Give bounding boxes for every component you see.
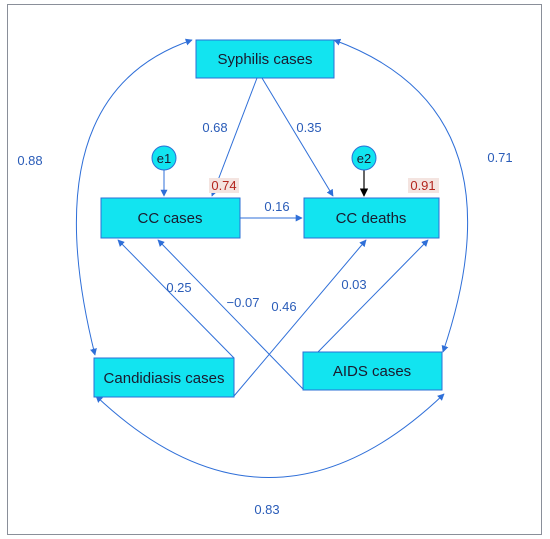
r-squared-cc-deaths: 0.91 xyxy=(410,178,435,193)
error-e1 xyxy=(151,145,177,171)
r-squared-cc-deaths-background xyxy=(408,178,439,193)
coef-syphilis-aids-covariance: 0.71 xyxy=(487,150,512,165)
node-syphilis-cases-label: Syphilis cases xyxy=(217,51,312,68)
path-candidiasis-to-cc-cases xyxy=(117,239,235,359)
node-cc-deaths-label: CC deaths xyxy=(336,210,407,227)
node-cc-cases-label: CC cases xyxy=(137,210,202,227)
node-cc-cases xyxy=(100,197,241,239)
path-syphilis-to-cc-cases xyxy=(210,77,258,197)
covariance-syphilis-candidiasis xyxy=(75,38,193,356)
node-cc-deaths xyxy=(303,197,440,239)
path-aids-to-cc-cases xyxy=(157,239,304,390)
path-candidiasis-to-cc-deaths xyxy=(233,239,367,397)
coef-candidiasis-to-cc-cases: 0.25 xyxy=(166,280,191,295)
coef-cc-cases-to-cc-deaths: 0.16 xyxy=(264,199,289,214)
error-e2 xyxy=(351,145,377,171)
coef-syphilis-to-cc-deaths: 0.35 xyxy=(296,120,321,135)
r-squared-cc-cases-background xyxy=(209,178,239,193)
coef-syphilis-to-cc-cases: 0.68 xyxy=(202,120,227,135)
coef-aids-to-cc-cases: −0.07 xyxy=(227,295,260,310)
error-e1-label: e1 xyxy=(157,151,171,166)
r-squared-cc-cases: 0.74 xyxy=(211,178,236,193)
diagram-frame xyxy=(7,4,542,535)
coef-syphilis-candidiasis-covariance: 0.88 xyxy=(17,153,42,168)
coef-candidiasis-to-cc-deaths: 0.46 xyxy=(271,299,296,314)
error-e2-label: e2 xyxy=(357,151,371,166)
node-aids-cases xyxy=(302,351,443,391)
covariance-syphilis-aids xyxy=(333,38,469,353)
path-syphilis-to-cc-deaths xyxy=(261,77,334,197)
node-candidiasis-cases xyxy=(93,357,235,398)
node-candidiasis-cases-label: Candidiasis cases xyxy=(104,370,225,387)
node-aids-cases-label: AIDS cases xyxy=(333,363,411,380)
coef-candidiasis-aids-covariance: 0.83 xyxy=(254,502,279,517)
node-syphilis-cases xyxy=(195,39,335,79)
coef-aids-to-cc-deaths: 0.03 xyxy=(341,277,366,292)
path-aids-to-cc-deaths xyxy=(317,239,429,353)
covariance-candidiasis-aids xyxy=(95,393,445,478)
